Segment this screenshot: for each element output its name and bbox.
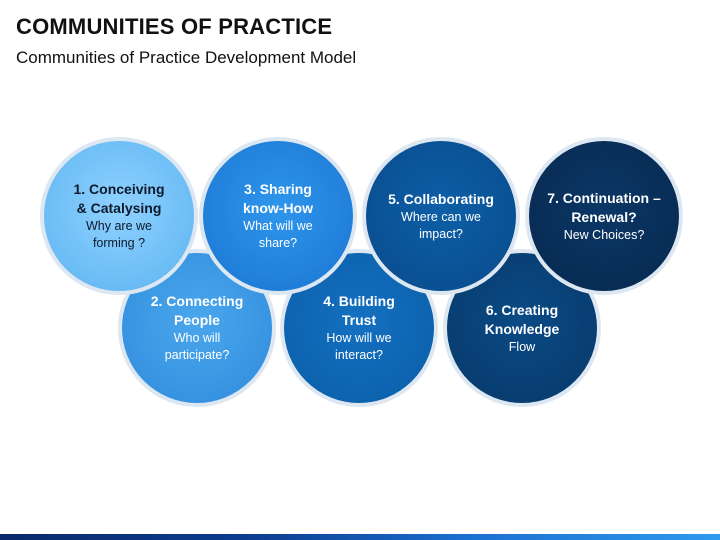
- stage-4-circle: 4. Building Trust How will we interact?: [280, 249, 438, 407]
- stage-2-circle: 2. Connecting People Who will participat…: [118, 249, 276, 407]
- stage-3-circle: 3. Sharing know-How What will we share?: [199, 137, 357, 295]
- slide-title: COMMUNITIES OF PRACTICE: [16, 14, 333, 39]
- stage-5-question: Where can we impact?: [401, 209, 481, 241]
- stage-5-circle: 5. Collaborating Where can we impact?: [362, 137, 520, 295]
- stage-2-question: Who will participate?: [164, 331, 230, 362]
- slide-subtitle: Communities of Practice Development Mode…: [16, 48, 357, 67]
- stage-7-question: New Choices?: [563, 227, 645, 242]
- footer-accent-bar: [0, 534, 720, 540]
- stage-4-question: How will we interact?: [326, 331, 392, 362]
- stage-1-question: Why are we forming ?: [86, 219, 152, 250]
- stage-3-heading: 3. Sharing know-How: [243, 181, 313, 216]
- stage-7-heading: 7. Continuation – Renewal?: [547, 189, 661, 225]
- stage-1-heading: 1. Conceiving & Catalysing: [73, 181, 165, 216]
- stage-7-circle: 7. Continuation – Renewal? New Choices?: [525, 137, 683, 295]
- stage-5-heading: 5. Collaborating: [388, 190, 494, 207]
- stage-2-heading: 2. Connecting People: [150, 293, 244, 328]
- stage-1-circle: 1. Conceiving & Catalysing Why are we fo…: [40, 137, 198, 295]
- stage-6-question: Flow: [508, 339, 536, 354]
- stage-3-question: What will we share?: [243, 219, 313, 250]
- stage-4-heading: 4. Building Trust: [323, 293, 395, 328]
- stage-6-heading: 6. Creating Knowledge: [484, 301, 560, 337]
